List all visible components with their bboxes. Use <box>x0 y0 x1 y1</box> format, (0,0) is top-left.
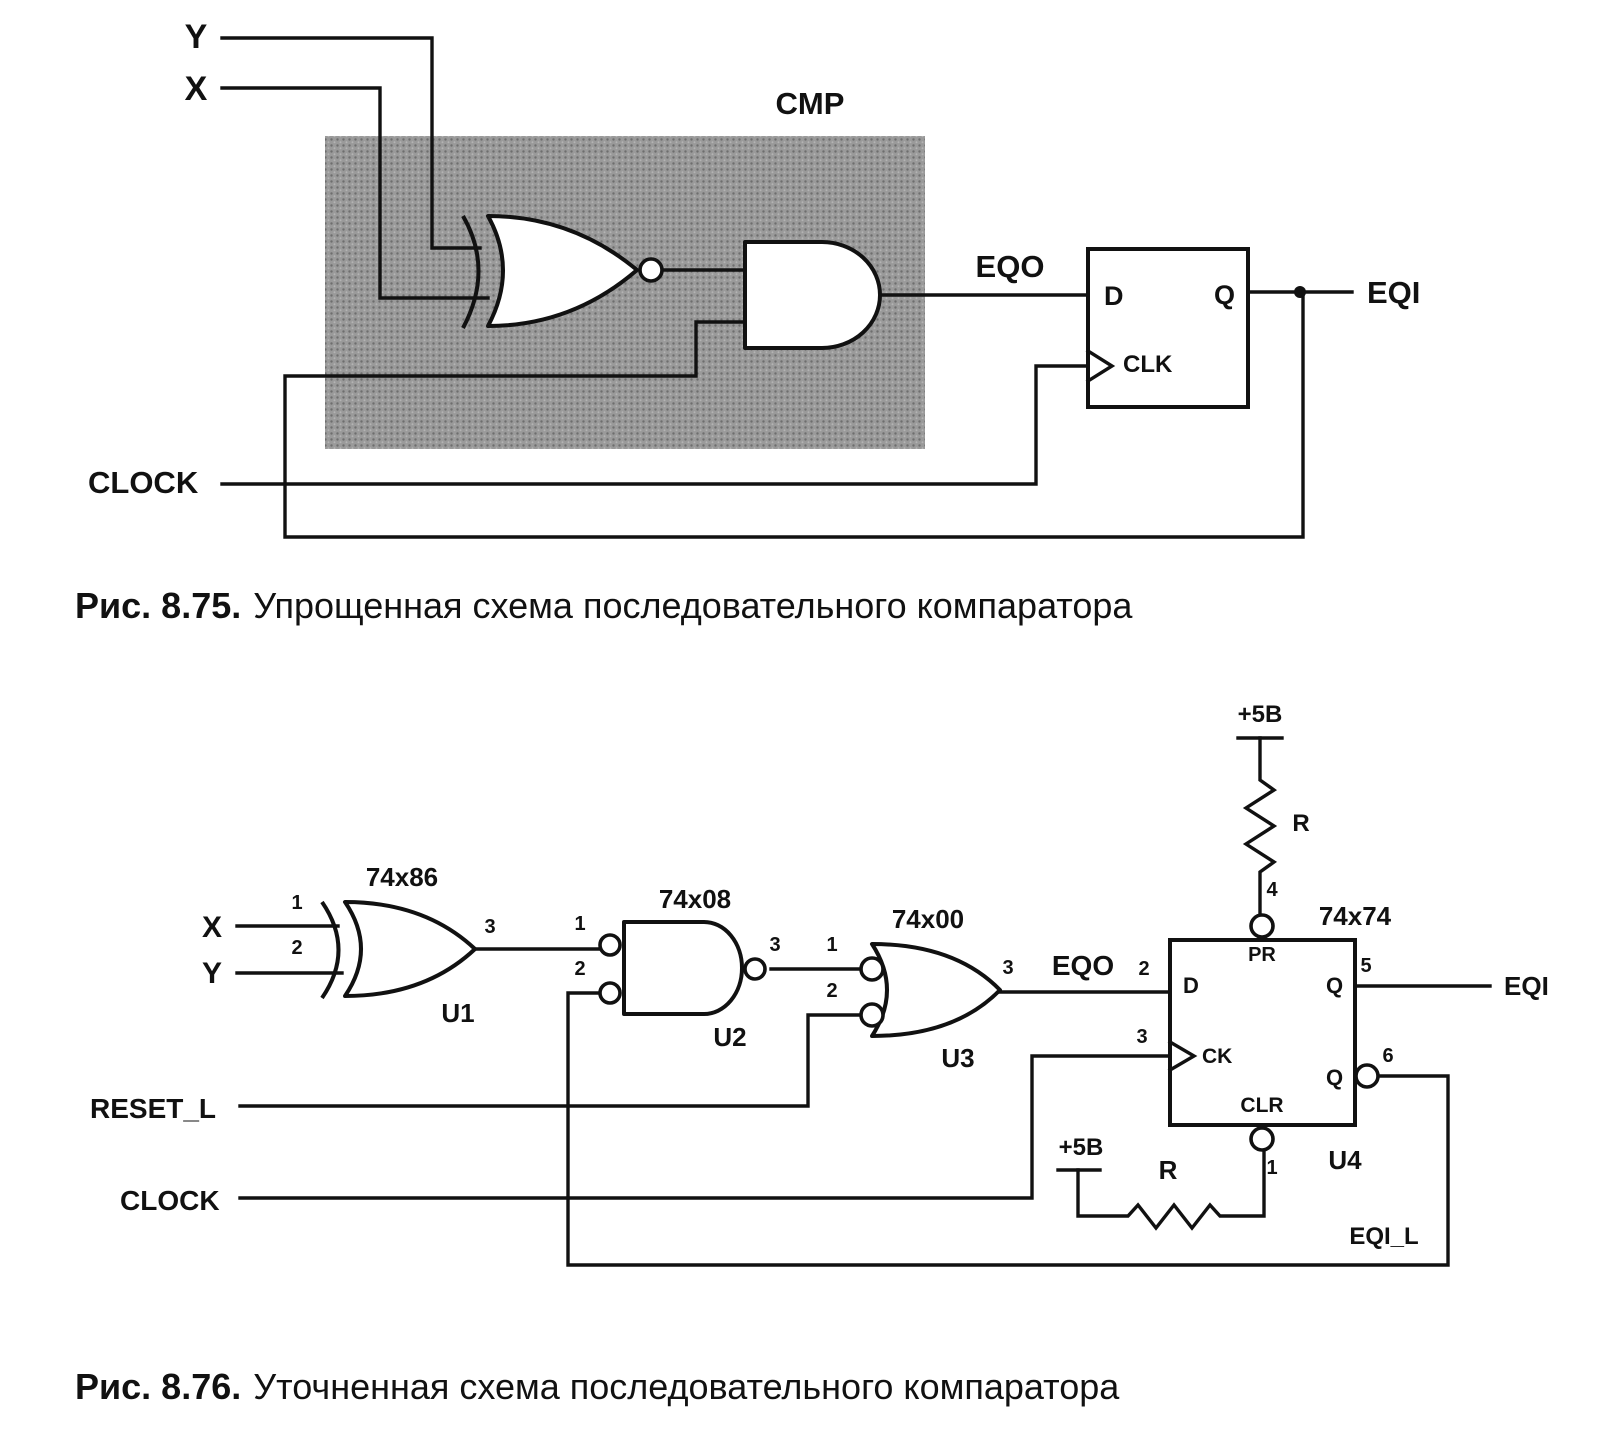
u2-input-bubble-1 <box>598 933 622 957</box>
r-top-label: R <box>1292 810 1309 837</box>
ff-pin1-num: 1 <box>1266 1157 1277 1179</box>
u2-pin1-num: 1 <box>574 913 585 935</box>
r-bottom-label: R <box>1159 1155 1178 1185</box>
u4-clr-pin-label: CLR <box>1240 1094 1283 1117</box>
pullup-resistor-top <box>1242 736 1278 915</box>
u3-gate <box>870 942 1002 1038</box>
clock-wire-2 <box>238 1054 1172 1200</box>
u2-part-label: 74x08 <box>659 884 731 914</box>
u4-pr-pin-label: PR <box>1248 944 1276 966</box>
u4-clock-triangle <box>1167 1039 1198 1073</box>
xnor-gate <box>486 214 639 328</box>
u4-pr-bubble <box>1249 913 1275 939</box>
u4-flip-flop-box <box>1168 938 1357 1127</box>
u1-extra-arc <box>320 900 341 1000</box>
caption-fig-8-75: Рис. 8.75. Упрощенная схема последователь… <box>75 585 1132 627</box>
and-gate <box>743 240 882 350</box>
y-label-2: Y <box>202 957 222 990</box>
cmp-label: CMP <box>776 86 845 121</box>
flip-flop-box <box>1086 247 1250 409</box>
u3-pin2-num: 2 <box>826 980 837 1002</box>
vcc-bottom-label: +5В <box>1059 1134 1104 1161</box>
y-wire <box>220 36 482 250</box>
eqi-label: EQI <box>1367 275 1420 310</box>
clock-wire <box>220 364 1090 486</box>
u2-label: U2 <box>713 1022 746 1052</box>
u4-d-pin-label: D <box>1183 973 1199 998</box>
reset-wire <box>238 1013 862 1108</box>
junction-dot <box>1294 286 1306 298</box>
u4-label: U4 <box>1328 1145 1362 1175</box>
eqi-l-label: EQI_L <box>1349 1223 1418 1250</box>
u1-label: U1 <box>441 998 474 1028</box>
eqi-l-feedback-wire <box>566 991 1450 1267</box>
vcc-top-label: +5В <box>1238 701 1283 728</box>
ff-pin6-num: 6 <box>1382 1045 1393 1067</box>
eqi-label-2: EQI <box>1504 971 1549 1001</box>
figure-1-diagram: Y X CMP EQO D Q CLK EQI CLOCK <box>88 18 1420 539</box>
x-wire <box>220 86 490 300</box>
u4-qn-bubble <box>1354 1063 1380 1089</box>
u2-gate <box>622 920 744 1016</box>
u4-qn-pin-label: Q <box>1326 1065 1343 1090</box>
u4-part-label: 74x74 <box>1319 901 1392 931</box>
ff-pin2-num: 2 <box>1138 958 1149 980</box>
u2-input-bubble-2 <box>598 981 622 1005</box>
u1-pin2-num: 2 <box>291 937 302 959</box>
eq0-label-2: EQO <box>1052 950 1114 981</box>
clock-label-2: CLOCK <box>120 1185 220 1216</box>
ff-pin4-num: 4 <box>1266 879 1278 901</box>
u4-q-pin-label: Q <box>1326 973 1343 998</box>
x-label: X <box>185 70 208 108</box>
u1-xor-gate <box>343 900 477 998</box>
clock-label: CLOCK <box>88 465 199 500</box>
caption-fig-8-76-text: Уточненная схема последовательного компа… <box>253 1366 1120 1407</box>
reset-label: RESET_L <box>90 1093 216 1124</box>
u1-pin3-num: 3 <box>484 916 495 938</box>
u1-pin1-num: 1 <box>291 892 302 914</box>
feedback-wire <box>283 290 1305 539</box>
clk-pin-label: CLK <box>1123 351 1173 378</box>
y-label: Y <box>185 18 208 56</box>
xnor-extra-arc <box>461 215 481 329</box>
u3-input-bubble-2 <box>859 1002 885 1028</box>
caption-fig-8-75-number: Рис. 8.75. <box>75 585 242 626</box>
u1-part-label: 74x86 <box>366 862 438 892</box>
u3-pin1-num: 1 <box>826 934 837 956</box>
x-label-2: X <box>202 911 222 944</box>
u4-clr-bubble <box>1249 1126 1275 1152</box>
u3-pin3-num: 3 <box>1002 957 1013 979</box>
caption-fig-8-75-text: Упрощенная схема последовательного компа… <box>253 585 1133 626</box>
u3-input-bubble-1 <box>859 956 885 982</box>
eq0-label: EQO <box>976 249 1045 284</box>
u3-label: U3 <box>941 1043 974 1073</box>
figure-2-diagram: X Y RESET_L CLOCK 74x86 74x08 74x00 74x7… <box>90 701 1549 1267</box>
ff-pin5-num: 5 <box>1360 955 1371 977</box>
u2-pin2-num: 2 <box>574 958 585 980</box>
caption-fig-8-76: Рис. 8.76. Уточненная схема последователь… <box>75 1366 1119 1408</box>
xnor-inversion-bubble <box>638 257 664 283</box>
pullup-resistor-bottom <box>1076 1147 1266 1231</box>
d-pin-label: D <box>1104 281 1124 311</box>
u3-part-label: 74x00 <box>892 904 964 934</box>
caption-fig-8-76-number: Рис. 8.76. <box>75 1366 242 1407</box>
u2-output-bubble <box>743 957 767 981</box>
u2-pin3-num: 3 <box>769 934 780 956</box>
ff-pin3-num: 3 <box>1136 1026 1147 1048</box>
u4-ck-pin-label: CK <box>1202 1045 1232 1068</box>
clock-triangle <box>1085 348 1116 384</box>
q-pin-label: Q <box>1214 280 1235 310</box>
